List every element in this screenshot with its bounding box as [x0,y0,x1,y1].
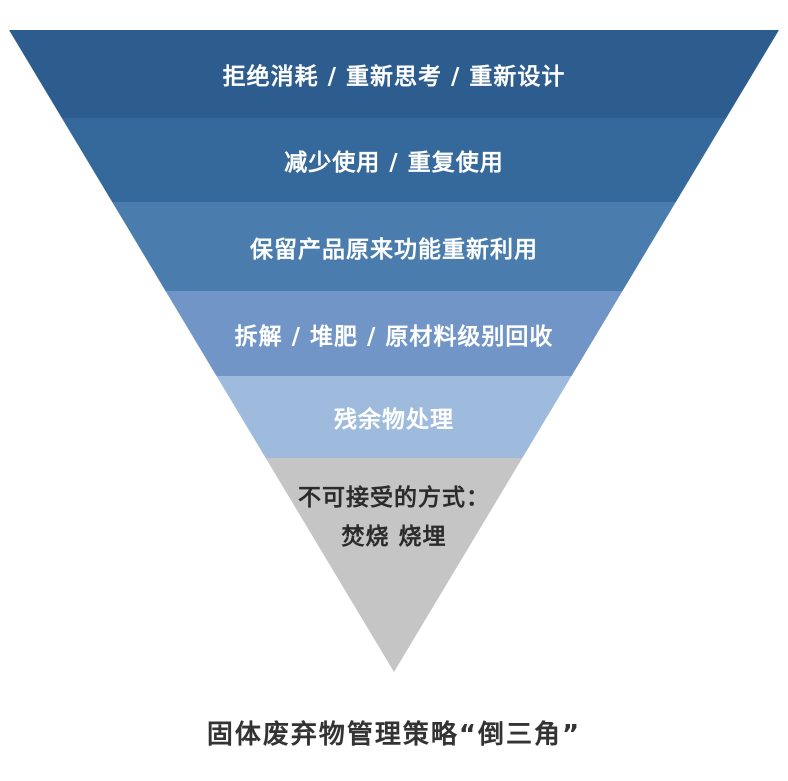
tier-reduce-reuse: 减少使用 / 重复使用 [9,118,779,202]
tier-unacceptable-methods: 不可接受的方式： 焚烧 烧埋 [9,458,779,672]
tier-repurpose: 保留产品原来功能重新利用 [9,202,779,291]
diagram-caption: 固体废弃物管理策略“倒三角” [206,720,582,750]
tier-label: 不可接受的方式： [298,485,490,511]
tier-refuse-rethink-redesign: 拒绝消耗 / 重新思考 / 重新设计 [9,30,779,118]
tier-residual-treatment: 残余物处理 [9,376,779,458]
tier-label: 拒绝消耗 / 重新思考 / 重新设计 [222,64,566,90]
tier-label: 保留产品原来功能重新利用 [250,236,538,263]
tier-label: 减少使用 / 重复使用 [284,150,504,176]
tier-recycle-compost: 拆解 / 堆肥 / 原材料级别回收 [9,291,779,376]
tier-label: 拆解 / 堆肥 / 原材料级别回收 [234,323,554,350]
inverted-pyramid: 拒绝消耗 / 重新思考 / 重新设计 减少使用 / 重复使用 保留产品原来功能重… [9,30,779,672]
tier-label: 残余物处理 [334,407,454,433]
tier-label-secondary: 焚烧 烧埋 [341,523,447,550]
